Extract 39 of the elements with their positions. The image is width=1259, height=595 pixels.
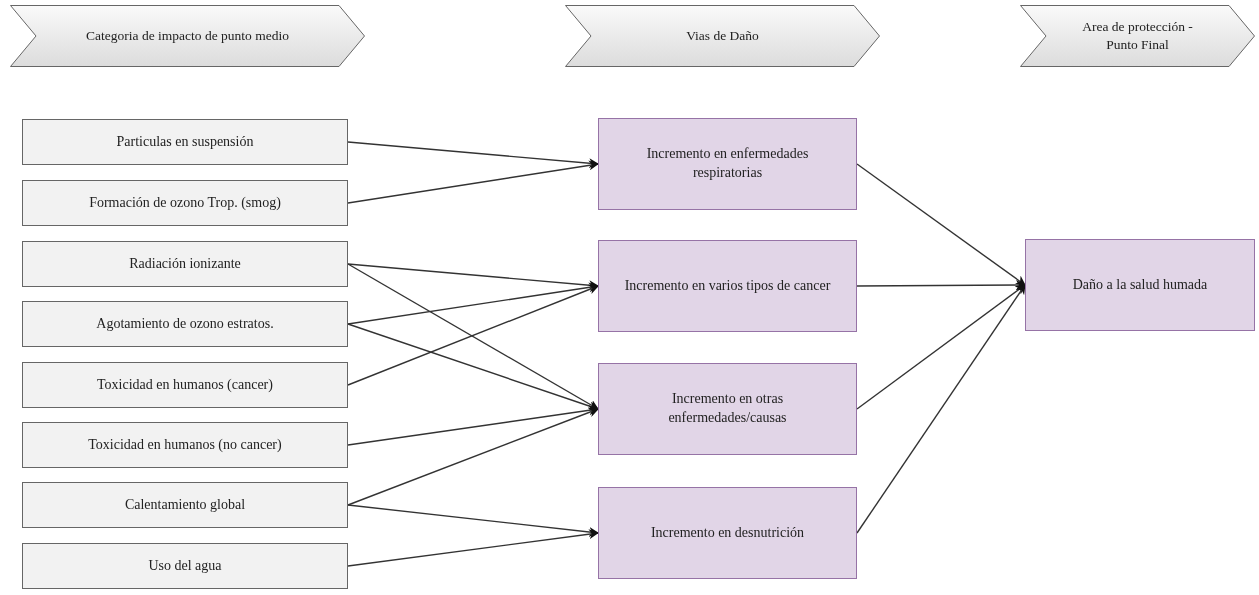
pathway-box xyxy=(598,118,857,210)
impact-category-box xyxy=(22,180,348,226)
pathway-box xyxy=(598,487,857,579)
impact-category-box xyxy=(22,301,348,347)
impact-category-box xyxy=(22,422,348,468)
arrow xyxy=(347,504,599,537)
stage-header: Vias de Daño xyxy=(686,26,759,45)
stage-header: Area de protección - Punto Final xyxy=(1081,17,1194,54)
arrow xyxy=(856,163,1026,286)
arrow xyxy=(347,323,599,411)
impact-category-box xyxy=(22,543,348,589)
impact-category-box xyxy=(22,119,348,165)
box-text: Formación de ozono Trop. (smog) xyxy=(89,193,281,212)
box-text: Incremento en otras enfermedades/causas xyxy=(667,390,788,427)
arrow xyxy=(347,529,599,567)
arrow xyxy=(856,284,1026,410)
box-text: Incremento en enfermedades respiratorias xyxy=(645,145,810,182)
impact-category-box xyxy=(22,482,348,528)
box-text: Toxicidad en humanos (cancer) xyxy=(97,375,273,394)
arrow xyxy=(347,407,599,506)
pathway-box xyxy=(1025,239,1255,331)
impact-category-box xyxy=(22,241,348,287)
pathway-box xyxy=(598,240,857,332)
stage-header: Categoria de impacto de punto medio xyxy=(86,26,289,45)
box-text: Radiación ionizante xyxy=(129,254,241,273)
box-text: Agotamiento de ozono estratos. xyxy=(96,314,274,333)
arrow xyxy=(347,284,599,386)
box-text: Daño a la salud humada xyxy=(1072,275,1208,294)
box-text: Uso del agua xyxy=(148,556,222,575)
arrow xyxy=(347,160,599,204)
box-text: Calentamiento global xyxy=(124,495,246,514)
arrow xyxy=(347,263,599,410)
box-text: Toxicidad en humanos (no cancer) xyxy=(88,435,282,454)
impact-category-box xyxy=(22,362,348,408)
pathway-box xyxy=(598,363,857,455)
box-text: Incremento en varios tipos de cancer xyxy=(624,276,831,295)
box-text: Incremento en desnutrición xyxy=(650,523,805,542)
arrow xyxy=(347,141,599,169)
box-text: Particulas en suspensión xyxy=(116,132,254,151)
